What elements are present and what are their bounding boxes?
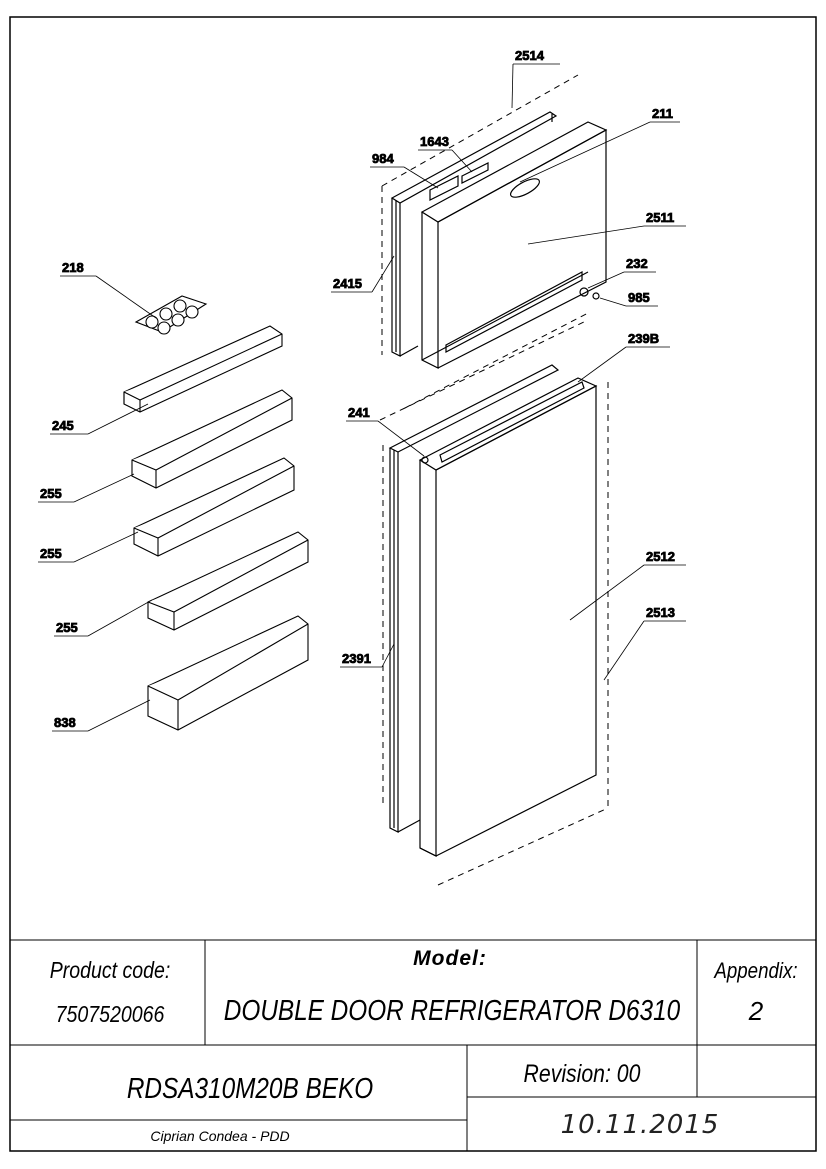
appendix-label: Appendix: xyxy=(714,960,798,984)
callout-838: 838 xyxy=(54,715,76,730)
upper-door-panel xyxy=(420,121,608,369)
bottle-shelf-838 xyxy=(147,615,309,731)
revision: Revision: 00 xyxy=(524,1059,641,1087)
hinge-pin-241 xyxy=(421,456,429,464)
callout-255-a: 255 xyxy=(40,486,62,501)
lower-door-assembly xyxy=(379,319,609,886)
callout-2514: 2514 xyxy=(515,48,545,63)
shelf-255-a xyxy=(131,389,293,489)
product-code-value: 7507520066 xyxy=(56,1002,165,1028)
model-code: RDSA310M20B BEKO xyxy=(127,1072,373,1104)
callout-2512: 2512 xyxy=(646,549,675,564)
lower-gasket xyxy=(388,364,560,833)
title-block-text: Product code: 7507520066 Model: DOUBLE D… xyxy=(50,947,798,1144)
callout-2415: 2415 xyxy=(333,276,362,291)
callout-255-b: 255 xyxy=(40,546,62,561)
lower-door-panel xyxy=(418,377,598,857)
callout-1643: 1643 xyxy=(420,134,449,149)
model-name: DOUBLE DOOR REFRIGERATOR D6310 xyxy=(224,994,680,1026)
callout-232: 232 xyxy=(626,256,648,271)
upper-gasket xyxy=(390,111,558,357)
hinge-bush-232 xyxy=(579,287,589,297)
callout-245: 245 xyxy=(52,418,74,433)
screw-985 xyxy=(592,292,600,300)
product-code-label: Product code: xyxy=(50,958,171,984)
sheet-border xyxy=(9,16,817,1152)
callout-239B: 239B xyxy=(628,331,659,346)
callouts: 2514 211 1643 984 2511 218 232 2415 985 … xyxy=(38,48,686,732)
shelf-255-b xyxy=(133,457,295,557)
shelf-255-c xyxy=(147,531,309,631)
callout-985: 985 xyxy=(628,290,650,305)
callout-255-c: 255 xyxy=(56,620,78,635)
callout-2511: 2511 xyxy=(646,210,674,225)
callout-211: 211 xyxy=(652,106,673,121)
upper-envelope-dashed xyxy=(381,74,591,409)
author: Ciprian Condea - PDD xyxy=(150,1128,289,1144)
lower-envelope-dashed xyxy=(379,319,609,886)
date: 10.11.2015 xyxy=(561,1110,720,1140)
model-label: Model: xyxy=(413,947,487,970)
upper-door-assembly xyxy=(381,74,608,409)
callout-984: 984 xyxy=(372,151,394,166)
title-block xyxy=(10,939,816,1151)
egg-tray-218 xyxy=(134,295,208,335)
appendix-value: 2 xyxy=(748,996,764,1026)
shelf-lid-245 xyxy=(123,325,283,413)
door-shelves xyxy=(123,295,309,731)
callout-2391: 2391 xyxy=(342,651,371,666)
callout-218: 218 xyxy=(62,260,84,275)
callout-241: 241 xyxy=(348,405,370,420)
callout-2513: 2513 xyxy=(646,605,675,620)
